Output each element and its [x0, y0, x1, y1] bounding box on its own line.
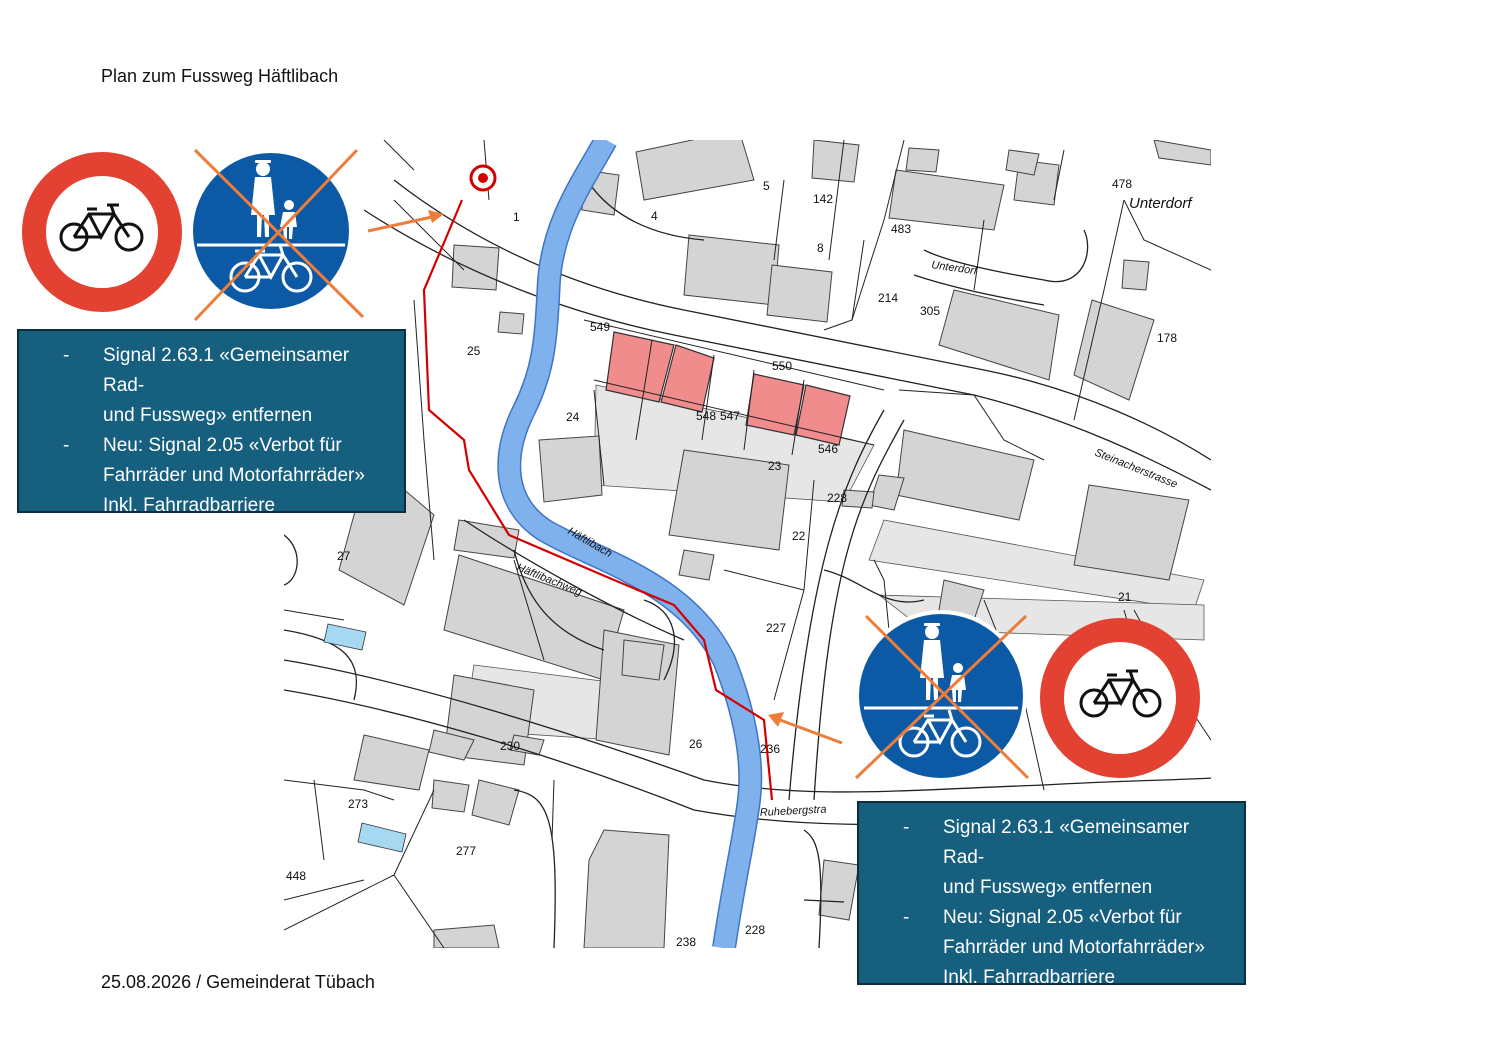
parcel-label: 228	[745, 923, 765, 937]
info-line: Signal 2.63.1 «Gemeinsamer Rad-	[943, 817, 1190, 868]
info-line: und Fussweg» entfernen	[103, 405, 313, 426]
parcel-label: 25	[467, 344, 481, 358]
info-box-bottom: Signal 2.63.1 «Gemeinsamer Rad- und Fuss…	[857, 801, 1246, 988]
parcel-label: 277	[456, 844, 476, 858]
cadastral-map: 478 5 142 4 1 8 483 214 305 178 549 550 …	[284, 140, 1211, 948]
parcel-numbers: 478 5 142 4 1 8 483 214 305 178 549 550 …	[286, 177, 1177, 948]
info-line: Inkl. Fahrradbarriere	[103, 495, 276, 516]
parcel-label: 178	[1157, 331, 1177, 345]
parcel-label: 27	[337, 549, 351, 563]
sign-prohibition-bicycle-bottom	[1040, 618, 1200, 778]
sign-shared-path-crossed-bottom	[854, 610, 1030, 782]
parcel-label: 548	[696, 409, 716, 423]
parcel-label: 5	[763, 179, 770, 193]
parcel-label: 550	[772, 359, 792, 373]
info-line: Fahrräder und Motorfahrräder»	[943, 937, 1205, 958]
arrow-bottom	[768, 712, 843, 745]
info-item: Neu: Signal 2.05 «Verbot für Fahrräder u…	[63, 431, 390, 521]
pedestrian-adult-icon	[920, 623, 944, 700]
parcel-label: 448	[286, 869, 306, 883]
street-label-ruhebergstrasse: Ruhebergstra	[760, 804, 827, 819]
bicycle-icon	[229, 244, 313, 293]
parcel-label: 228	[827, 491, 847, 505]
parcel-label: 8	[817, 241, 824, 255]
parcel-label: 236	[760, 742, 780, 756]
street-label-unterdorf: Unterdorf	[1129, 195, 1193, 212]
info-item: Signal 2.63.1 «Gemeinsamer Rad- und Fuss…	[63, 341, 390, 431]
parcel-label: 214	[878, 291, 898, 305]
sign-prohibition-bicycle-top	[22, 152, 182, 312]
pedestrian-child-icon	[949, 663, 966, 702]
page-footer: 25.08.2026 / Gemeinderat Tübach	[101, 972, 375, 992]
bicycle-icon	[1079, 669, 1162, 718]
parcel-label: 483	[891, 222, 911, 236]
info-item: Neu: Signal 2.05 «Verbot für Fahrräder u…	[903, 903, 1230, 993]
sign-shared-path-crossed-top	[188, 148, 365, 322]
parcel-label: 21	[1118, 590, 1132, 604]
parcel-label: 305	[920, 304, 940, 318]
info-line: Neu: Signal 2.05 «Verbot für	[103, 435, 342, 456]
parcel-label: 4	[651, 209, 658, 223]
parcel-label: 23	[768, 459, 782, 473]
info-box-top: Signal 2.63.1 «Gemeinsamer Rad- und Fuss…	[17, 329, 406, 516]
parcel-label: 546	[818, 442, 838, 456]
bicycle-icon	[898, 709, 982, 758]
info-line: Neu: Signal 2.05 «Verbot für	[943, 907, 1182, 928]
parcel-label: 26	[689, 737, 703, 751]
footpath-route	[422, 199, 774, 801]
creek-haeftlibach	[497, 140, 763, 948]
parcel-label: 549	[590, 320, 610, 334]
info-line: Inkl. Fahrradbarriere	[943, 967, 1116, 988]
parcel-label: 478	[1112, 177, 1132, 191]
parcel-label: 22	[792, 529, 806, 543]
info-line: und Fussweg» entfernen	[943, 877, 1153, 898]
parcel-label: 238	[676, 935, 696, 948]
parcel-label: 24	[566, 410, 580, 424]
parcel-label: 1	[513, 210, 520, 224]
start-marker-icon	[469, 164, 497, 192]
info-line: Signal 2.63.1 «Gemeinsamer Rad-	[103, 345, 350, 396]
info-item: Signal 2.63.1 «Gemeinsamer Rad- und Fuss…	[903, 813, 1230, 903]
bicycle-icon	[59, 203, 144, 252]
pools	[323, 623, 407, 853]
arrow-top	[367, 210, 444, 233]
parcel-label: 547	[720, 409, 740, 423]
parcel-label: 230	[500, 739, 520, 753]
page-title: Plan zum Fussweg Häftlibach	[101, 66, 339, 86]
parcel-label: 142	[813, 192, 833, 206]
buildings	[338, 140, 1211, 948]
parcel-label: 227	[766, 621, 786, 635]
info-line: Fahrräder und Motorfahrräder»	[103, 465, 365, 486]
parcel-label: 273	[348, 797, 368, 811]
